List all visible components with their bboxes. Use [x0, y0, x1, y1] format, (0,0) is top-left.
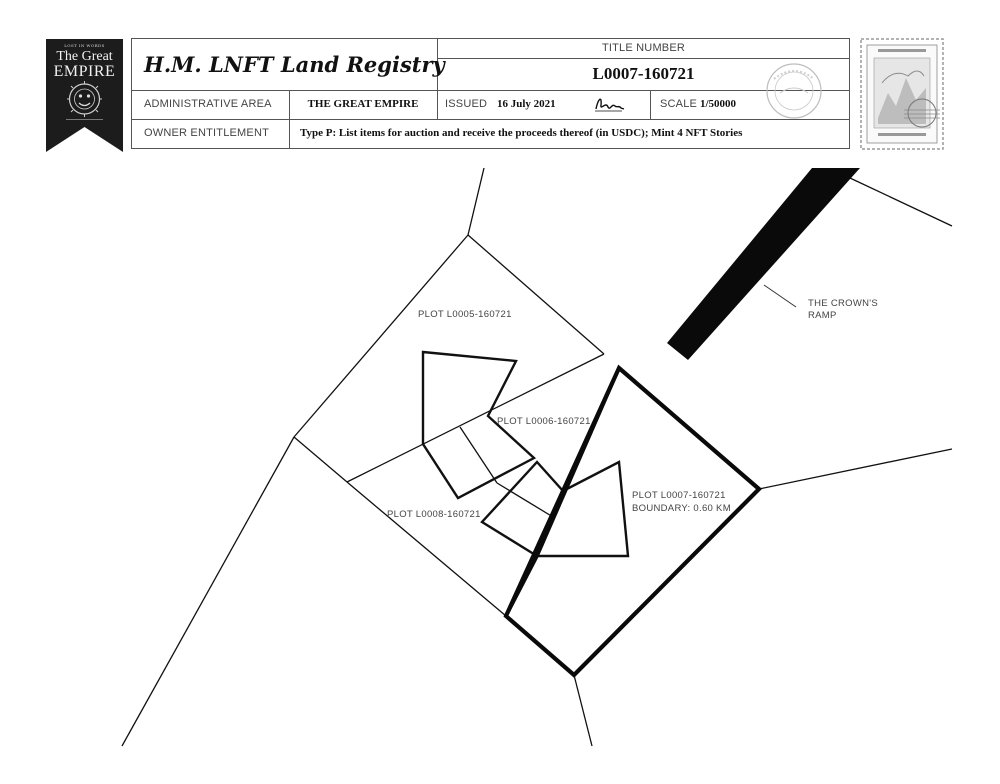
plot-l0008-structure — [480, 460, 565, 558]
divider — [289, 90, 290, 149]
issued-date: 16 July 2021 — [497, 98, 556, 110]
divider — [437, 58, 850, 59]
plot-l0006-label: PLOT L0006-160721 — [497, 416, 591, 427]
neighbour-boundaries — [121, 167, 953, 747]
title-number-value: L0007-160721 — [592, 64, 695, 83]
plot-l0007-boundary — [503, 364, 763, 678]
divider — [437, 39, 438, 90]
registry-header-table: H.M. LNFT Land Registry TITLE NUMBER L00… — [131, 38, 850, 149]
banner-shape — [46, 39, 123, 152]
signature-icon — [595, 98, 625, 112]
scale-label: SCALE — [660, 98, 698, 110]
admin-area-value: THE GREAT EMPIRE — [307, 98, 419, 110]
owner-entitlement-label: OWNER ENTITLEMENT — [144, 127, 270, 139]
ramp-leader-line — [763, 284, 797, 308]
divider — [650, 90, 651, 119]
divider — [132, 90, 850, 91]
crowns-ramp-label-line1: THE CROWN'S — [808, 298, 878, 309]
banner-title-line1: The Great — [56, 49, 113, 64]
admin-area-label: ADMINISTRATIVE AREA — [144, 98, 272, 110]
banner-title-line2: EMPIRE — [53, 63, 116, 80]
crowns-ramp-label-line2: RAMP — [808, 310, 837, 321]
plot-l0008-label: PLOT L0008-160721 — [387, 509, 481, 520]
title-number-label: TITLE NUMBER — [601, 42, 686, 54]
registry-seal-icon — [766, 63, 822, 119]
divider — [437, 90, 438, 119]
owner-entitlement-value: Type P: List items for auction and recei… — [300, 127, 743, 139]
issued-label: ISSUED — [445, 98, 488, 110]
registry-title: H.M. LNFT Land Registry — [144, 52, 445, 77]
divider — [132, 119, 850, 120]
plot-l0007-split-line — [535, 367, 621, 557]
plot-structures — [421, 350, 630, 558]
scale-value: 1/50000 — [700, 98, 737, 110]
postage-stamp-icon — [860, 38, 944, 150]
crowns-ramp — [667, 168, 860, 360]
plot-l0007-boundary-label: BOUNDARY: 0.60 KM — [632, 503, 731, 514]
plot-l0007-split-line — [504, 555, 539, 617]
plot-l0005-label: PLOT L0005-160721 — [418, 309, 512, 320]
empire-banner-logo: LOST IN WORDS The Great EMPIRE — [46, 39, 123, 152]
banner-tagline: LOST IN WORDS — [64, 43, 105, 48]
lion-crest-icon — [67, 81, 102, 117]
plot-l0005-structure — [421, 350, 537, 500]
plot-l0007-label: PLOT L0007-160721 — [632, 490, 726, 501]
plot-map: PLOT L0005-160721 PLOT L0006-160721 PLOT… — [121, 167, 953, 747]
